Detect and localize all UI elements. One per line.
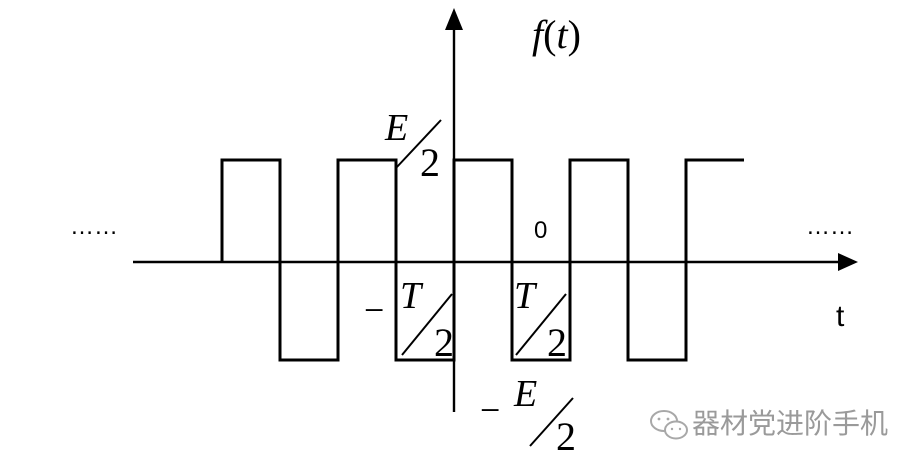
watermark-text: 器材党进阶手机 (692, 407, 888, 440)
time-negative-denominator: 2 (434, 320, 454, 365)
time-positive-label: T 2 (514, 275, 567, 365)
amplitude-positive-numerator: E (384, 107, 408, 149)
fraction-slash (401, 293, 453, 356)
time-positive-numerator: T (514, 275, 538, 317)
amplitude-negative-label: − E 2 (480, 373, 576, 459)
square-wave (220, 158, 744, 362)
time-negative-numerator: T (400, 275, 424, 317)
x-axis-label: t (836, 300, 845, 333)
amplitude-positive-denominator: 2 (420, 140, 440, 185)
watermark: 器材党进阶手机 (650, 407, 888, 440)
continuation-right: …… (806, 213, 854, 240)
fraction-slash (395, 119, 442, 169)
fraction-slash (529, 397, 574, 447)
time-negative-label: − T 2 (364, 275, 454, 365)
x-axis (133, 253, 858, 271)
amplitude-negative-numerator: E (513, 373, 537, 415)
continuation-left: …… (70, 213, 118, 240)
time-negative-sign: − (364, 290, 384, 330)
wechat-icon (650, 410, 688, 440)
origin-label: 0 (534, 217, 547, 244)
amplitude-positive-label: E 2 (384, 107, 442, 185)
x-axis-arrow-icon (838, 253, 858, 271)
y-axis-arrow-icon (445, 8, 463, 30)
amplitude-negative-sign: − (480, 390, 500, 430)
fraction-slash (515, 293, 567, 356)
time-positive-denominator: 2 (547, 320, 567, 365)
amplitude-negative-denominator: 2 (556, 414, 576, 459)
y-axis-label: f(t) (532, 12, 581, 57)
